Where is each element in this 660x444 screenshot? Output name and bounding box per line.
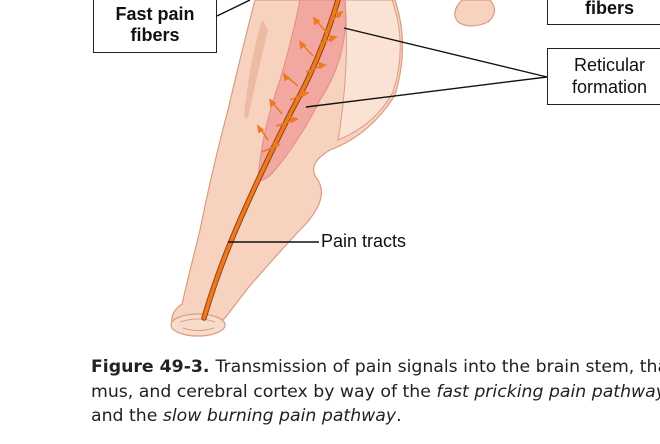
caption-line2-text: mus, and cerebral cortex by way of the	[91, 381, 437, 402]
pons-bulge	[337, 0, 401, 141]
reticular-leader-lower	[305, 76, 548, 108]
collateral-arrows	[256, 10, 344, 153]
fast-fibers-leader	[216, 0, 251, 17]
caption-line3-text: and the	[91, 406, 163, 426]
caption-line1-text: Transmission of pain signals into the br…	[215, 357, 660, 377]
leader-lines	[216, 0, 548, 243]
caption-line-3: and the slow burning pain pathway.	[91, 404, 660, 429]
pain-tracts-label: Pain tracts	[321, 231, 407, 251]
spinal-cord-cut-end	[170, 313, 226, 337]
fast-label-line1: Fast pain	[115, 4, 195, 24]
caption-line-2: mus, and cerebral cortex by way of the f…	[91, 380, 660, 405]
reticular-leader-upper	[343, 27, 548, 78]
figure-caption: Figure 49-3.Transmission of pain signals…	[91, 355, 660, 429]
caption-fast-pathway: fast pricking pain pathway	[436, 381, 660, 402]
caption-line3-period: .	[396, 406, 402, 426]
caption-slow-pathway: slow burning pain pathway	[162, 406, 397, 426]
reticular-label-line2: formation	[571, 77, 648, 97]
fast-pain-fibers-label: Fast pain fibers	[93, 0, 217, 53]
caption-line-1: Figure 49-3.Transmission of pain signals…	[91, 355, 660, 380]
brainstem-figure: Fast pain fibers fibers Reticular format…	[93, 0, 660, 337]
slow-label-text: fibers	[584, 0, 635, 18]
slow-pain-fibers-label: fibers	[547, 0, 660, 25]
reticular-label-line1: Reticular	[573, 55, 646, 75]
olive-fragment	[454, 0, 496, 27]
figure-number: Figure 49-3.	[91, 357, 210, 377]
reticular-formation-label: Reticular formation	[547, 48, 660, 105]
fast-label-line2: fibers	[130, 25, 180, 45]
brainstem-illustration	[170, 0, 548, 337]
peduncle-ridge	[244, 20, 268, 119]
